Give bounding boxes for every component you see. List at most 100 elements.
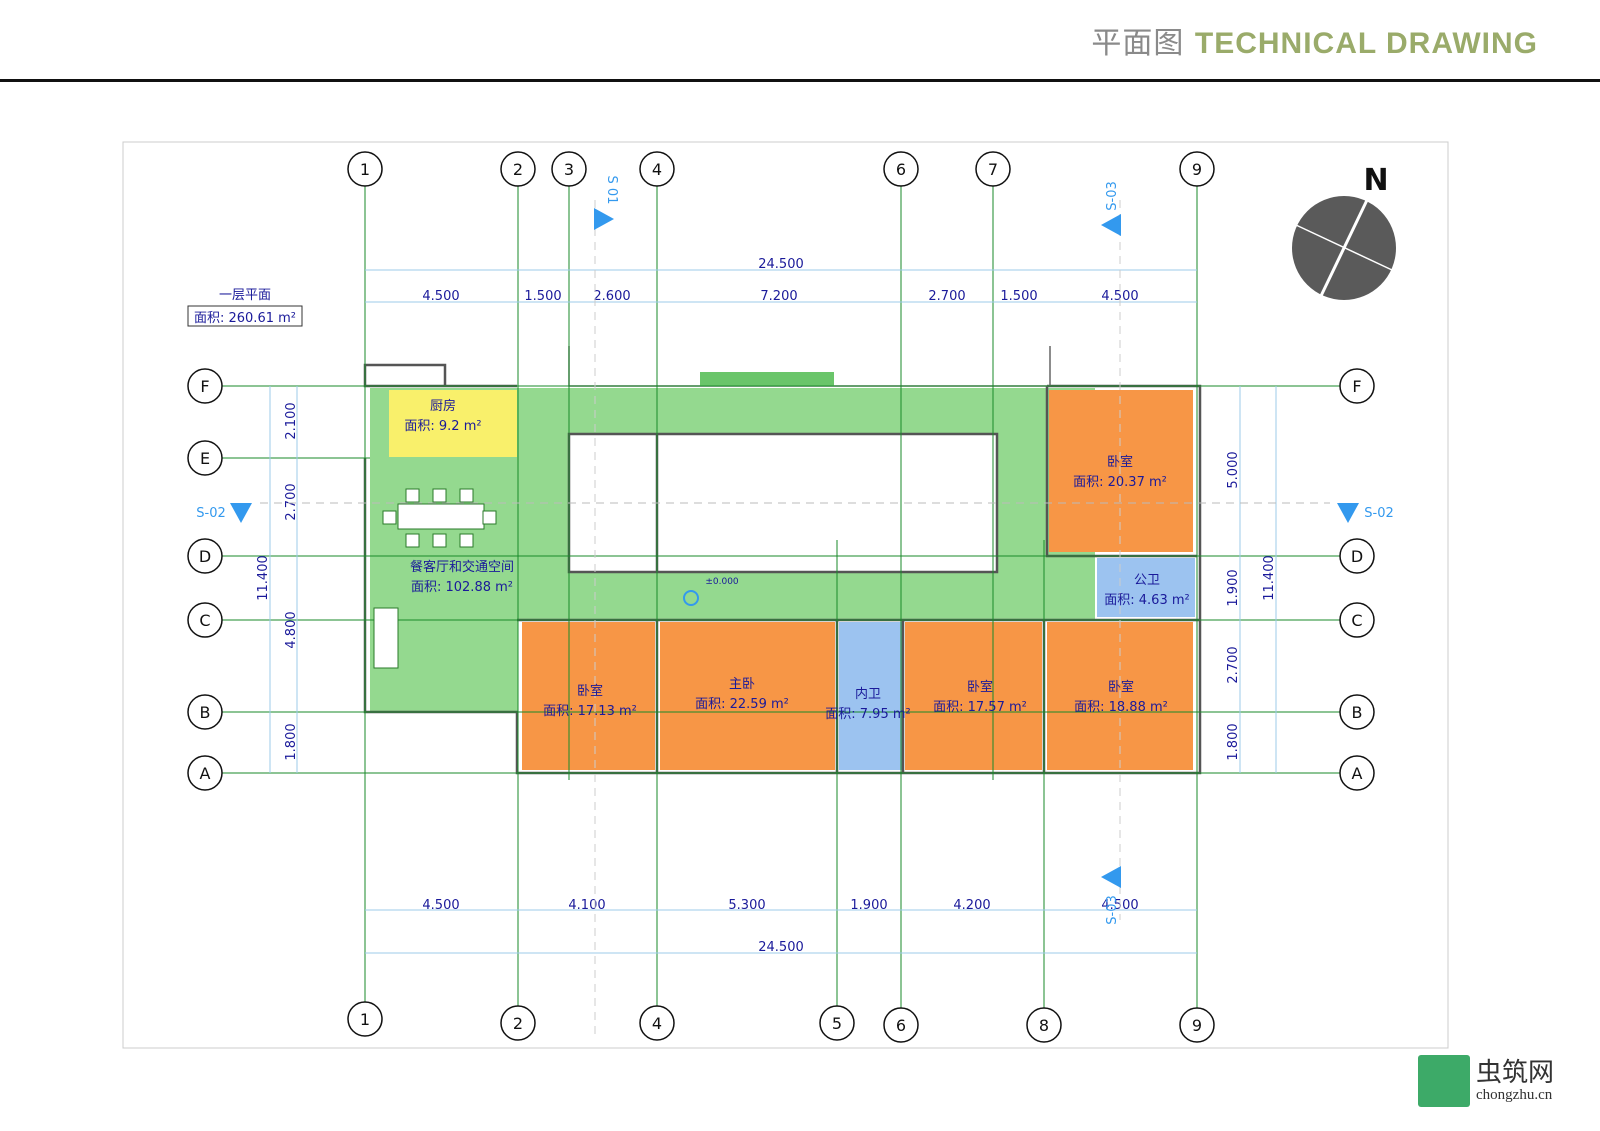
dim-bottom: 5.300 — [728, 898, 765, 913]
dim-top: 2.600 — [593, 289, 630, 304]
grid-bubble-1 — [347, 151, 383, 187]
dim-top: 1.500 — [524, 289, 561, 304]
grid-label-2: 2 — [513, 160, 523, 179]
title-en: TECHNICAL DRAWING — [1194, 27, 1538, 60]
room-area: 面积: 9.2 m² — [404, 419, 481, 434]
sheet-frame — [122, 141, 1449, 1049]
grid-label-A: A — [1352, 764, 1363, 783]
dim-top-total: 24.500 — [758, 257, 804, 272]
room-name: 餐客厅和交通空间 — [410, 559, 514, 575]
sofa — [373, 607, 399, 669]
room-name: 卧室 — [577, 683, 603, 699]
grid-bubble-B — [1339, 694, 1375, 730]
dim-top: 4.500 — [1101, 289, 1138, 304]
dim-right: 1.800 — [1226, 723, 1241, 760]
grid-label-1: 1 — [360, 160, 370, 179]
grid-label-6: 6 — [896, 160, 906, 179]
section-label-s03: S-03 — [1105, 895, 1120, 925]
grid-label-B: B — [1352, 703, 1363, 722]
grid-label-C: C — [199, 611, 210, 630]
dim-bottom: 4.200 — [953, 898, 990, 913]
terrace-step — [700, 372, 834, 386]
grid-label-B: B — [200, 703, 211, 722]
dim-bottom: 4.500 — [422, 898, 459, 913]
watermark-url: chongzhu.cn — [1476, 1086, 1553, 1103]
dim-bottom-total: 24.500 — [758, 940, 804, 955]
section-label-s03: S-03 — [1105, 181, 1120, 211]
grid-label-7: 7 — [988, 160, 998, 179]
grid-label-E: E — [200, 449, 210, 468]
dim-bottom: 1.900 — [850, 898, 887, 913]
grid-bubble-7 — [975, 151, 1011, 187]
room-area: 面积: 7.95 m² — [825, 707, 910, 722]
room-name: 公卫 — [1134, 573, 1160, 588]
grid-bubble-6 — [883, 151, 919, 187]
kitchen-wall-line — [363, 363, 517, 388]
bathroom-fill — [839, 622, 903, 770]
grid-bubble-C — [187, 602, 223, 638]
grid-bubble-9 — [1179, 151, 1215, 187]
section-label-s02: S-02 — [1364, 506, 1394, 521]
dim-top: 2.700 — [928, 289, 965, 304]
section-marker-icon — [1101, 866, 1121, 888]
room-area: 面积: 18.88 m² — [1074, 700, 1168, 715]
level-label: ±0.000 — [705, 577, 739, 587]
plan-name: 一层平面 — [219, 288, 271, 303]
dim-left: 2.700 — [284, 483, 299, 520]
dim-top: 7.200 — [760, 289, 797, 304]
room-area: 面积: 17.13 m² — [543, 704, 637, 719]
grid-label-F: F — [1352, 377, 1361, 396]
room-name: 厨房 — [430, 398, 456, 414]
grid-bubble-A — [1339, 755, 1375, 791]
grid-bubble-D — [187, 538, 223, 574]
grid-bubble-6 — [883, 1007, 919, 1043]
grid-bubble-9 — [1179, 1007, 1215, 1043]
dim-left-total: 11.400 — [256, 555, 271, 601]
dim-left: 2.100 — [284, 402, 299, 439]
grid-label-F: F — [200, 377, 209, 396]
grid-bubble-A — [187, 755, 223, 791]
level-marker-icon — [683, 590, 699, 606]
dining-table — [397, 503, 485, 530]
dining-chair — [432, 488, 447, 503]
grid-label-3: 3 — [564, 160, 574, 179]
plan-total-area: 面积: 260.61 m² — [194, 311, 296, 326]
room-name: 内卫 — [855, 686, 881, 702]
dim-top: 1.500 — [1000, 289, 1037, 304]
grid-bubble-4 — [639, 1005, 675, 1041]
grid-bubble-2 — [500, 1005, 536, 1041]
grid-label-C: C — [1351, 611, 1362, 630]
dining-chair — [432, 533, 447, 548]
grid-label-D: D — [199, 547, 211, 566]
page-header: 平面图 TECHNICAL DRAWING — [1091, 18, 1538, 62]
room-name: 卧室 — [1108, 679, 1134, 695]
grid-label-9: 9 — [1192, 160, 1202, 179]
grid-label-5: 5 — [832, 1014, 842, 1033]
house-logo-icon — [1418, 1055, 1470, 1107]
section-marker-icon — [594, 208, 614, 230]
grid-bubble-F — [1339, 368, 1375, 404]
dining-chair — [382, 510, 397, 525]
grid-bubble-B — [187, 694, 223, 730]
dining-chair — [459, 488, 474, 503]
header-rule — [0, 79, 1600, 82]
dim-left: 4.800 — [284, 611, 299, 648]
watermark-cn: 虫筑网 — [1476, 1057, 1555, 1088]
dining-chair — [482, 510, 497, 525]
grid-bubble-8 — [1026, 1007, 1062, 1043]
room-area: 面积: 20.37 m² — [1073, 475, 1167, 490]
section-label-s02: S-02 — [196, 506, 226, 521]
title-cn: 平面图 — [1091, 26, 1185, 61]
north-label: N — [1363, 163, 1388, 198]
dim-left: 1.800 — [284, 723, 299, 760]
grid-bubble-1 — [347, 1001, 383, 1037]
bedroom-fill — [905, 622, 1042, 770]
grid-bubble-5 — [819, 1005, 855, 1041]
plan-area-box — [187, 305, 303, 327]
grid-label-2: 2 — [513, 1014, 523, 1033]
grid-bubble-3 — [551, 151, 587, 187]
room-area: 面积: 4.63 m² — [1104, 593, 1189, 608]
dim-top: 4.500 — [422, 289, 459, 304]
